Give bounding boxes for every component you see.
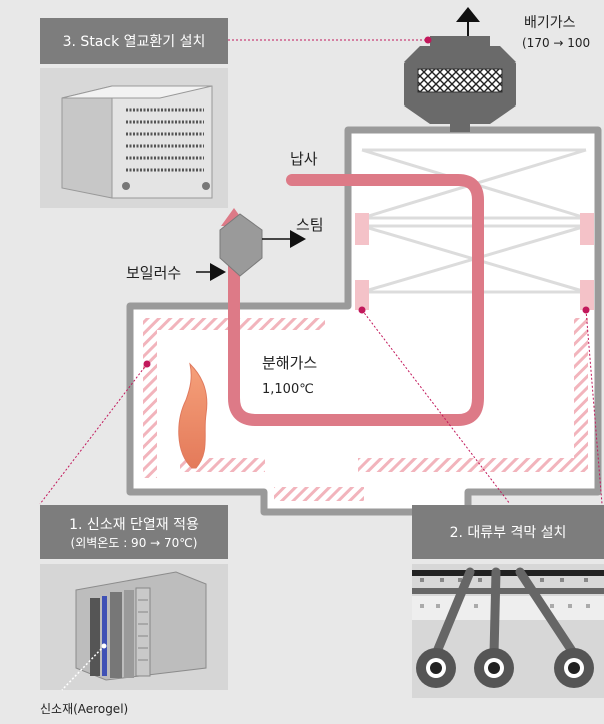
convection-baffle-image [412, 564, 604, 698]
stack-callout-title: 3. Stack 열교환기 설치 [40, 18, 228, 64]
naphtha-label: 납사 [290, 148, 318, 169]
aerogel-label: 신소재(Aerogel) [40, 700, 128, 717]
exhaust-arrow [456, 7, 480, 36]
stack-callout-text: 3. Stack 열교환기 설치 [63, 31, 206, 51]
insulation-callout-text: 1. 신소재 단열재 적용 [69, 514, 199, 534]
boiler-water-label: 보일러수 [126, 262, 181, 283]
insulation-callout-subtitle: (외벽온도 : 90 → 70℃) [71, 534, 198, 551]
convection-callout-title: 2. 대류부 격막 설치 [412, 505, 604, 559]
exhaust-temp-label: (170 → 100 [522, 36, 590, 50]
insulation-callout-title: 1. 신소재 단열재 적용 (외벽온도 : 90 → 70℃) [40, 505, 228, 559]
exhaust-gas-label: 배기가스 [524, 12, 576, 32]
cracked-gas-temp-label: 1,100℃ [262, 382, 314, 397]
convection-callout-text: 2. 대류부 격막 설치 [450, 522, 567, 542]
stack-exchanger-image [40, 68, 228, 208]
steam-heat-exchanger [196, 214, 306, 281]
steam-label: 스팀 [296, 214, 324, 235]
stack [404, 36, 516, 132]
aerogel-panel-image [40, 564, 228, 690]
cracked-gas-label: 분해가스 [262, 352, 317, 373]
